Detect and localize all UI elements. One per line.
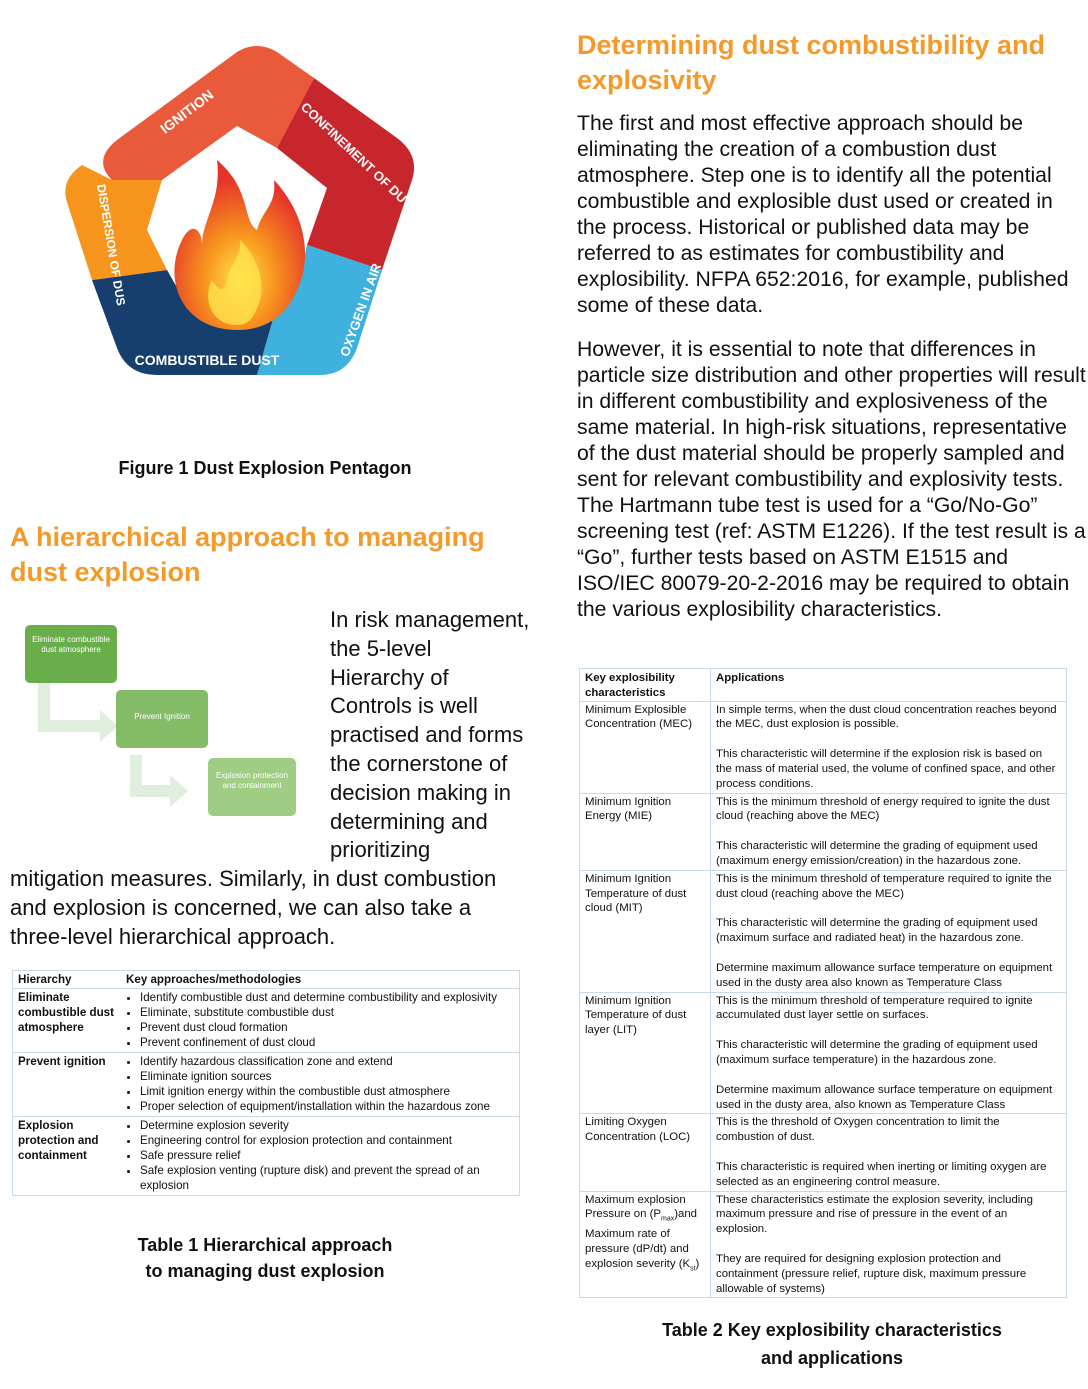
table-1-row-name: Prevent ignition — [12, 1052, 121, 1117]
table-2-applications: In simple terms, when the dust cloud con… — [710, 700, 1067, 794]
list-item: Prevent dust cloud formation — [140, 1020, 514, 1035]
list-item: Prevent confinement of dust cloud — [140, 1035, 514, 1050]
table-2-para: Determine maximum allowance surface temp… — [716, 961, 1053, 989]
hierarchy-box-1 — [25, 625, 117, 683]
table-1-row-items: Determine explosion severity Engineering… — [121, 1116, 520, 1196]
section-heading-determining: Determining dust combustibility and expl… — [577, 30, 1046, 95]
table-2-applications: This is the minimum threshold of tempera… — [710, 991, 1067, 1114]
table-2-para: This characteristic will determine the g… — [716, 840, 1038, 867]
table-2-applications: This is the minimum threshold of energy … — [710, 792, 1067, 871]
list-item: Proper selection of equipment/installati… — [140, 1099, 514, 1114]
list-item: Eliminate ignition sources — [140, 1069, 514, 1084]
table-2-key: Limiting Oxygen Concentration (LOC) — [579, 1113, 711, 1192]
table-2-applications: This is the minimum threshold of tempera… — [710, 869, 1067, 993]
table-1-row-items: Identify combustible dust and determine … — [121, 988, 520, 1053]
dust-explosion-pentagon-figure: IGNITION CONFINEMENT OF DUST CLOUD OXYGE… — [52, 30, 415, 375]
table-2-header-characteristics: Key explosibility characteristics — [579, 668, 711, 702]
table-1-header-hierarchy: Hierarchy — [12, 970, 121, 989]
table-row: Minimum Ignition Temperature of dust clo… — [579, 869, 1067, 993]
table-2-para: This characteristic will determine the g… — [716, 917, 1038, 945]
table-1-header-row: Hierarchy Key approaches/methodologies — [12, 970, 520, 989]
paragraph-2: However, it is essential to note that di… — [577, 338, 1086, 621]
key-text: )and Maximum rate of pressure (dP/dt) an… — [585, 1208, 698, 1270]
key-text: ) — [695, 1257, 700, 1270]
table-1-caption-line-2: to managing dust explosion — [145, 1261, 385, 1281]
segment-confinement — [277, 78, 415, 270]
table-2-key: Minimum Explosible Concentration (MEC) — [579, 700, 711, 794]
list-item: Engineering control for explosion protec… — [140, 1133, 514, 1148]
table-row: Maximum explosion Pressure on (Pmax)and … — [579, 1190, 1067, 1298]
hierarchy-box-2 — [116, 690, 208, 748]
table-2-key: Minimum Ignition Temperature of dust lay… — [579, 991, 711, 1114]
segment-ignition — [103, 46, 314, 180]
list-item: Identify hazardous classification zone a… — [140, 1054, 514, 1069]
key-text: Maximum explosion Pressure on (P — [585, 1193, 686, 1221]
table-2-para: Determine maximum allowance surface temp… — [716, 1083, 1053, 1111]
key-subscript: st — [690, 1265, 696, 1273]
table-row: Minimum Ignition Energy (MIE) This is th… — [579, 792, 1067, 871]
section-heading-hierarchical: A hierarchical approach to managing dust… — [10, 522, 485, 587]
table-row: Minimum Ignition Temperature of dust lay… — [579, 991, 1067, 1114]
table-1-row-name: Eliminate combustible dust atmosphere — [12, 988, 121, 1053]
table-2-para: This characteristic will determine if th… — [716, 748, 1056, 790]
table-2-key: Minimum Ignition Energy (MIE) — [579, 792, 711, 871]
table-2-header-row: Key explosibility characteristics Applic… — [579, 668, 1067, 702]
table-1-row-items: Identify hazardous classification zone a… — [121, 1052, 520, 1117]
list-item: Eliminate, substitute combustible dust — [140, 1005, 514, 1020]
hierarchy-paragraph: In risk management, the 5-level Hierarch… — [10, 607, 530, 949]
table-2-applications: These characteristics estimate the explo… — [710, 1190, 1067, 1298]
arrow-2-icon — [130, 755, 188, 807]
table-row: Prevent ignition Identify hazardous clas… — [12, 1052, 520, 1117]
table-2-caption-line-1: Table 2 Key explosibility characteristic… — [662, 1320, 1002, 1340]
list-item: Limit ignition energy within the combust… — [140, 1084, 514, 1099]
table-row: Minimum Explosible Concentration (MEC) I… — [579, 700, 1067, 794]
list-item: Identify combustible dust and determine … — [140, 990, 514, 1005]
hierarchy-paragraph-block: In risk management, the 5-level Hierarch… — [10, 606, 530, 952]
table-1-caption-line-1: Table 1 Hierarchical approach — [137, 1235, 393, 1255]
segment-combustible — [92, 270, 277, 375]
list-item: Determine explosion severity — [140, 1118, 514, 1133]
table-2-para: This characteristic is required when ine… — [716, 1160, 1047, 1188]
key-subscript: max — [660, 1215, 675, 1223]
list-item: Safe explosion venting (rupture disk) an… — [140, 1163, 514, 1193]
hierarchy-box-3-label: Explosion protection and containment — [215, 771, 289, 790]
hierarchy-graphic: Eliminate combustible dust atmosphere Pr… — [25, 625, 296, 816]
table-2-para: In simple terms, when the dust cloud con… — [716, 703, 1057, 731]
list-item: Safe pressure relief — [140, 1148, 514, 1163]
table-1-header-approaches: Key approaches/methodologies — [121, 970, 520, 989]
table-row: Explosion protection and containment Det… — [12, 1116, 520, 1196]
hierarchy-box-3 — [208, 758, 296, 816]
table-2-para: They are required for designing explosio… — [716, 1252, 1027, 1295]
table-1-caption: Table 1 Hierarchical approach to managin… — [60, 1232, 470, 1284]
table-2-para: This is the minimum threshold of energy … — [716, 795, 1050, 823]
paragraph-1: The first and most effective approach sh… — [577, 112, 1069, 317]
table-2-para: This is the minimum threshold of tempera… — [716, 872, 1052, 900]
arrow-1-icon — [38, 680, 118, 742]
segment-dispersion — [65, 165, 167, 280]
segment-label-combustible: COMBUSTIBLE DUST — [135, 352, 280, 368]
table-row: Eliminate combustible dust atmosphere Id… — [12, 988, 520, 1053]
flame-icon — [174, 160, 306, 330]
table-2-caption: Table 2 Key explosibility characteristic… — [577, 1316, 1087, 1372]
table-1-row-name: Explosion protection and containment — [12, 1116, 121, 1196]
segment-oxygen — [257, 245, 382, 375]
flame-inner-icon — [208, 240, 262, 325]
table-2-para: This characteristic will determine the g… — [716, 1039, 1038, 1066]
table-1-hierarchy: Hierarchy Key approaches/methodologies E… — [12, 970, 520, 1196]
hierarchy-box-1-label: Eliminate combustible dust atmosphere — [32, 635, 110, 654]
table-2-caption-line-2: and applications — [760, 1348, 904, 1368]
hierarchy-box-2-label: Prevent Ignition — [134, 712, 190, 721]
table-row: Limiting Oxygen Concentration (LOC) This… — [579, 1113, 1067, 1192]
table-2-applications: This is the threshold of Oxygen concentr… — [710, 1113, 1067, 1192]
table-2-explosibility: Key explosibility characteristics Applic… — [579, 668, 1067, 1299]
table-2-para: These characteristics estimate the explo… — [716, 1193, 1033, 1236]
table-2-para: This is the minimum threshold of tempera… — [716, 994, 1033, 1022]
table-2-header-applications: Applications — [710, 668, 1067, 702]
table-2-para: This is the threshold of Oxygen concentr… — [716, 1116, 1000, 1144]
table-2-key: Maximum explosion Pressure on (Pmax)and … — [579, 1190, 711, 1298]
figure-1-caption: Figure 1 Dust Explosion Pentagon — [118, 458, 412, 478]
table-2-key: Minimum Ignition Temperature of dust clo… — [579, 869, 711, 993]
